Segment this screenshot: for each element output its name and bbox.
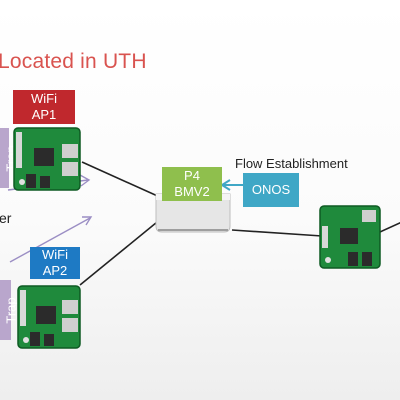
- arrow-head-bottom: [82, 216, 93, 226]
- link-switch-right: [231, 229, 323, 237]
- wifi-ap1-line2: AP1: [31, 107, 57, 122]
- trap-tag-top: Trap: [0, 128, 19, 188]
- onos-label: ONOS: [251, 182, 291, 197]
- trap-tag-bottom: Trap: [0, 280, 19, 340]
- wifi-ap2-label: WiFi AP2: [30, 247, 80, 279]
- link-ap2-switch: [79, 217, 163, 286]
- onos-arrow-head: [220, 179, 231, 191]
- p4-line2: BMV2: [174, 184, 210, 199]
- p4-bmv2-label: P4 BMV2: [162, 167, 222, 201]
- wifi-ap2-line1: WiFi: [42, 247, 68, 262]
- page-title: Located in UTH: [0, 50, 147, 73]
- raspberry-pi-right-icon: [319, 205, 381, 269]
- arrow-line-bottom: [9, 217, 91, 263]
- flow-establishment-caption: Flow Establishment: [235, 156, 348, 171]
- left-partial-text: er: [0, 210, 12, 226]
- raspberry-pi-ap1-icon: [13, 127, 81, 191]
- raspberry-pi-ap2-icon: [17, 285, 81, 349]
- onos-controller-box: ONOS: [243, 173, 299, 207]
- link-right-offscreen: [379, 222, 400, 233]
- wifi-ap2-line2: AP2: [42, 263, 68, 278]
- wifi-ap1-label: WiFi AP1: [13, 90, 75, 124]
- arrow-head-top: [79, 174, 91, 187]
- p4-line1: P4: [184, 168, 200, 183]
- wifi-ap1-line1: WiFi: [31, 91, 57, 106]
- link-ap1-switch: [81, 161, 163, 199]
